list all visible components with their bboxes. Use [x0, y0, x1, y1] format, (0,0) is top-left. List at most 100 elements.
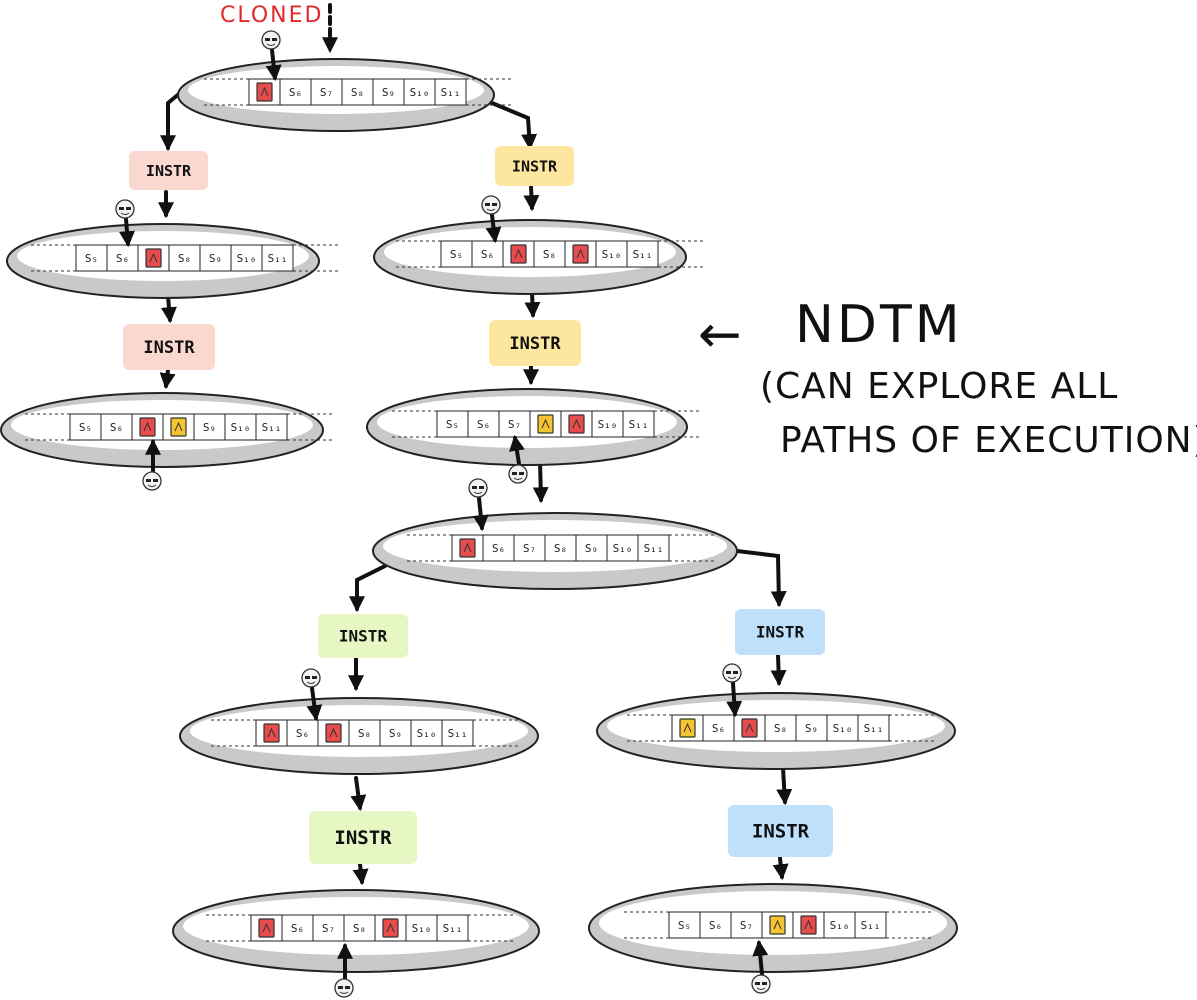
- tape-cell-label: S₅: [79, 421, 92, 434]
- tape-node: S₆ S₈ S₉ S₁₀ S₁₁: [596, 692, 956, 770]
- book-glyph-icon: [463, 542, 472, 553]
- tape-cell-label: S₁₁: [443, 922, 463, 935]
- reader-avatar-icon: [334, 978, 354, 998]
- edge-l2: [160, 294, 177, 324]
- cloned-label: CLONED: [220, 3, 323, 28]
- tape-cell-label: S₅: [450, 248, 463, 261]
- tape-cell-label: S₈: [774, 722, 787, 735]
- tape-cell-label: S₁₀: [602, 248, 622, 261]
- edge-top-left: [160, 91, 182, 152]
- book-glyph-icon: [149, 252, 158, 263]
- tape-cell-label: S₆: [296, 727, 309, 740]
- tape-cell-label: S₅: [85, 252, 98, 265]
- book-glyph-icon: [514, 248, 523, 259]
- tape-cell-label: S₆: [110, 421, 123, 434]
- tape-cell-label: S₁₀: [417, 727, 437, 740]
- tape-cell: [606, 534, 639, 562]
- tape-cell: [372, 78, 405, 106]
- tape-head: [334, 942, 354, 998]
- edge-lr3: [772, 856, 789, 881]
- tape-cell: [626, 240, 659, 268]
- tape-cell-label: S₅: [678, 919, 691, 932]
- tape-cell-label: S₇: [322, 922, 335, 935]
- tape-cell: [341, 78, 374, 106]
- tape-cell: [168, 244, 201, 272]
- book-glyph-icon: [804, 919, 813, 930]
- tape-cell: [75, 244, 108, 272]
- edge-l3: [159, 368, 176, 390]
- tape-cell: [857, 714, 890, 742]
- smile-icon: [306, 681, 316, 684]
- tape-cell-label: S₁₁: [864, 722, 884, 735]
- head-pointer-arrow: [726, 681, 743, 718]
- tape-cell-label: S₁₀: [237, 252, 257, 265]
- tape-cell-label: S₉: [203, 421, 216, 434]
- book-glyph-icon: [745, 722, 754, 733]
- tape-head: [481, 195, 502, 244]
- tape-cell-label: S₁₀: [231, 421, 251, 434]
- tape-cell-label: S₆: [289, 86, 302, 99]
- edge-ll3: [352, 862, 369, 886]
- smile-icon: [756, 987, 766, 990]
- instr-label: INSTR: [339, 627, 388, 646]
- tape-cell: [795, 714, 828, 742]
- reader-avatar-icon: [481, 195, 501, 215]
- instr-box: INSTR: [489, 320, 581, 366]
- tape-cell-label: S₁₁: [633, 248, 653, 261]
- head-pointer-arrow: [306, 686, 323, 722]
- red-book-icon: [139, 417, 156, 437]
- tape-cell-label: S₉: [382, 86, 395, 99]
- tape-cell-label: S₁₀: [598, 418, 618, 431]
- tape-cell: [637, 534, 670, 562]
- tape-cell-label: S₇: [523, 542, 536, 555]
- head-pointer-arrow: [119, 217, 135, 248]
- tape-cell-label: S₈: [353, 922, 366, 935]
- tape-cell: [544, 534, 577, 562]
- smile-icon: [727, 676, 737, 679]
- instr-box-bg: [489, 320, 581, 366]
- tape-cell-label: S₆: [116, 252, 129, 265]
- red-book-icon: [145, 248, 162, 268]
- instr-box-bg: [129, 151, 208, 190]
- edge-ll2: [350, 776, 367, 812]
- instr-box-bg: [309, 811, 417, 864]
- smile-icon: [486, 208, 496, 211]
- head-pointer-arrow: [485, 213, 502, 244]
- instr-box-bg: [728, 805, 833, 857]
- instr-label: INSTR: [334, 827, 392, 849]
- glasses-icon: [519, 472, 524, 475]
- instr-label: INSTR: [146, 162, 192, 180]
- instr-box-bg: [318, 614, 408, 658]
- instr-label: INSTR: [509, 334, 561, 354]
- tape-cell-label: S₁₀: [830, 919, 850, 932]
- tape-cell: [261, 244, 294, 272]
- tape-cell-label: S₆: [712, 722, 725, 735]
- tape-cell: [436, 410, 469, 438]
- head-pointer-arrow: [752, 939, 769, 976]
- tape-nodes: S₆ S₇ S₈ S₉ S₁₀ S₁₁ S₅ S₆ S₈ S₉ S₁₀ S₁₁ S₅ S₆ S₉ S₁₀ S₁₁…: [0, 58, 958, 973]
- tape-cell-label: S₉: [805, 722, 818, 735]
- tape-cell: [595, 240, 628, 268]
- tape-cell-label: S₉: [389, 727, 402, 740]
- tape-cell: [436, 914, 469, 942]
- tape-cell: [100, 413, 133, 441]
- glasses-icon: [338, 986, 343, 989]
- edge-lr2: [776, 766, 793, 806]
- edge-mid-left: [349, 564, 387, 613]
- tape-cell: [533, 240, 566, 268]
- yellow-book-icon: [769, 915, 786, 935]
- tape-cell: [441, 719, 474, 747]
- yellow-book-icon: [170, 417, 187, 437]
- tape-cell-label: S₁₀: [833, 722, 853, 735]
- glasses-icon: [472, 486, 477, 489]
- tape-cell: [281, 914, 314, 942]
- tape-heads: [115, 30, 771, 998]
- red-book-icon: [459, 538, 476, 558]
- reader-avatar-icon: [508, 464, 528, 484]
- tape-cell: [69, 413, 102, 441]
